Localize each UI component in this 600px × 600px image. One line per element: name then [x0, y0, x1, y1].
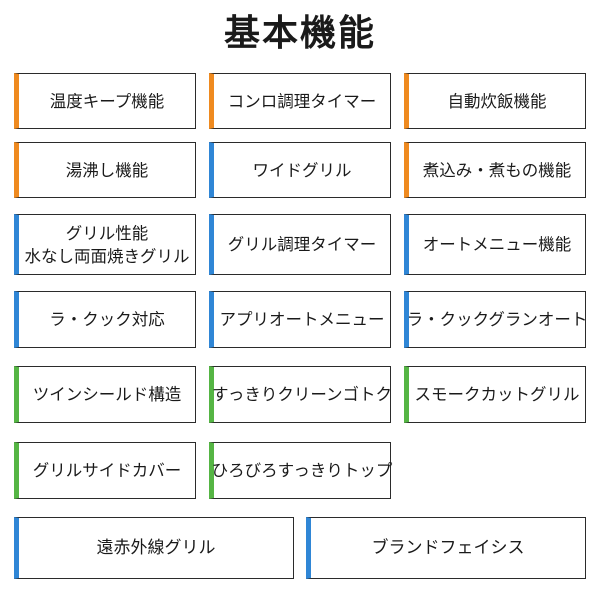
feature-label: 自動炊飯機能 [447, 91, 547, 111]
feature-wide-grill: ワイドグリル [209, 142, 391, 198]
feature-simmer: 煮込み・煮もの機能 [404, 142, 586, 198]
feature-label: グリル性能 [65, 223, 149, 243]
feature-label: アプリオートメニュー [219, 310, 385, 329]
feature-app-auto-menu: アプリオートメニュー [209, 291, 391, 348]
feature-label: 煮込み・煮もの機能 [422, 160, 572, 180]
feature-twin-shield: ツインシールド構造 [14, 366, 196, 423]
feature-auto-menu: オートメニュー機能 [404, 214, 586, 275]
feature-label: コンロ調理タイマー [227, 91, 377, 111]
feature-label: ツインシールド構造 [32, 385, 182, 404]
feature-label: 温度キープ機能 [49, 91, 165, 111]
feature-label: グリルサイドカバー [32, 461, 182, 480]
feature-grill-side-cover: グリルサイドカバー [14, 442, 196, 499]
feature-label: グリル調理タイマー [227, 235, 377, 254]
feature-label: ラ・クック対応 [49, 310, 165, 329]
feature-auto-rice: 自動炊飯機能 [404, 73, 586, 129]
feature-label: すっきりクリーンゴトク [212, 385, 393, 404]
feature-brand-face: ブランドフェイシス [306, 517, 586, 579]
feature-label: ラ・クックグランオート [406, 310, 588, 329]
feature-temp-keep: 温度キープ機能 [14, 73, 196, 129]
feature-boil: 湯沸し機能 [14, 142, 196, 198]
feature-label: ワイドグリル [252, 160, 352, 180]
feature-far-infrared-grill: 遠赤外線グリル [14, 517, 294, 579]
feature-label: オートメニュー機能 [422, 235, 572, 254]
feature-clean-gotoku: すっきりクリーンゴトク [209, 366, 393, 423]
page-title: 基本機能 [223, 13, 376, 54]
feature-stove-timer: コンロ調理タイマー [209, 73, 391, 129]
feature-label: スモークカットグリル [414, 385, 580, 404]
feature-wide-clean-top: ひろびろすっきりトップ [209, 442, 393, 499]
feature-label: ブランドフェイシス [371, 537, 525, 558]
feature-grill-timer: グリル調理タイマー [209, 214, 391, 275]
feature-grill-performance: グリル性能 水なし両面焼きグリル [14, 214, 196, 275]
feature-la-cook-grand-auto: ラ・クックグランオート [404, 291, 588, 348]
feature-la-cook: ラ・クック対応 [14, 291, 196, 348]
feature-label: 遠赤外線グリル [96, 537, 216, 558]
feature-smoke-cut-grill: スモークカットグリル [404, 366, 586, 423]
feature-label: ひろびろすっきりトップ [211, 461, 393, 480]
feature-label: 湯沸し機能 [65, 160, 149, 180]
feature-sublabel: 水なし両面焼きグリル [24, 246, 190, 266]
